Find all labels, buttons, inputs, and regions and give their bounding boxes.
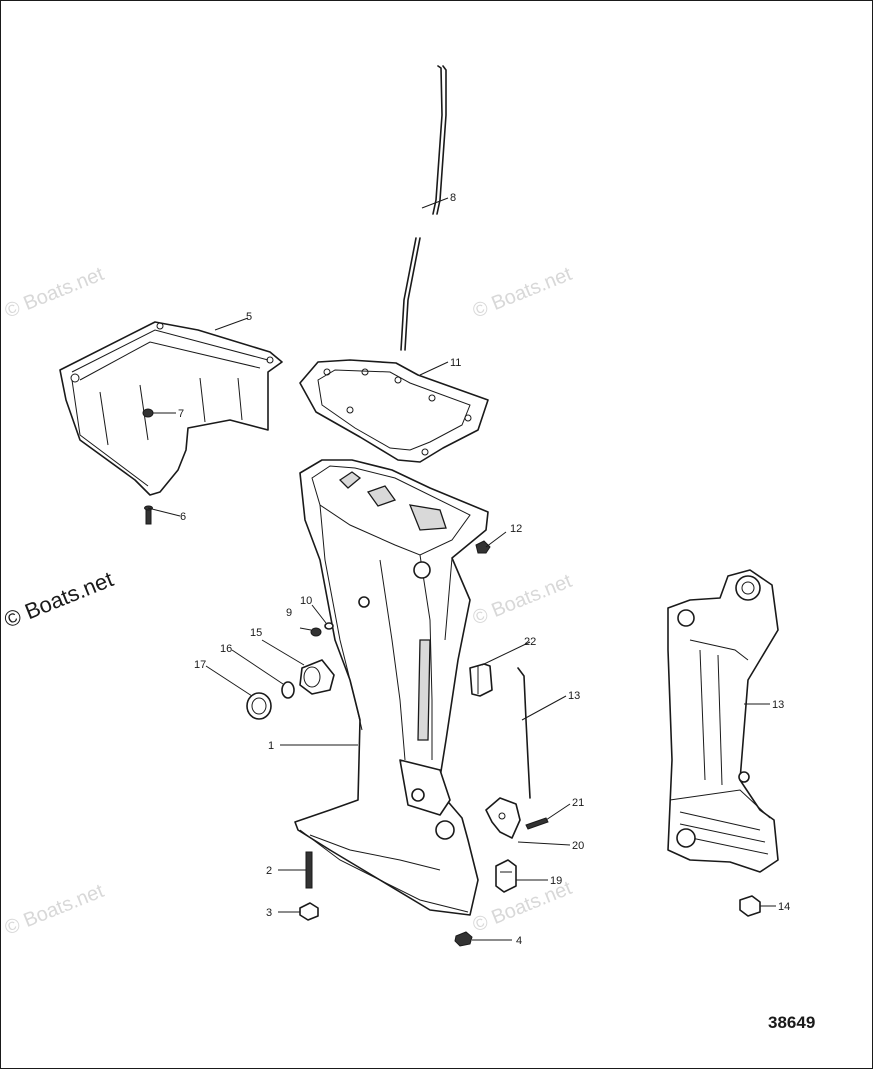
callout-14: 14 [778, 901, 790, 913]
part-20-bracket [485, 797, 521, 839]
callout-6: 6 [180, 511, 186, 523]
part-22-clip [469, 663, 493, 697]
part-12-nut [475, 540, 491, 554]
part-13-housing [667, 569, 779, 873]
part-14-block [739, 895, 761, 917]
callout-10: 10 [300, 595, 312, 607]
watermark-2: © Boats.net [470, 263, 576, 323]
callout-12: 12 [510, 523, 522, 535]
part-19-coupler [495, 859, 517, 893]
callout-1: 1 [268, 740, 274, 752]
callout-13b: 13 [772, 699, 784, 711]
watermark-5: © Boats.net [2, 880, 108, 940]
part-9-plug [310, 627, 322, 637]
callout-19: 19 [550, 875, 562, 887]
part-21-screw [525, 817, 549, 830]
watermark-3: © Boats.net [1, 566, 117, 632]
callout-20: 20 [572, 840, 584, 852]
part-17-plug [246, 692, 272, 720]
part-7-nut [142, 408, 154, 418]
callout-13a: 13 [568, 690, 580, 702]
watermark-1: © Boats.net [2, 263, 108, 323]
callout-labels: 1 2 3 4 5 6 7 8 9 10 11 12 13 13 14 15 1… [178, 192, 790, 947]
part-8-shift-shaft [400, 65, 447, 351]
callout-22: 22 [524, 636, 536, 648]
callout-9: 9 [286, 607, 292, 619]
callout-16: 16 [220, 643, 232, 655]
part-18-shift-rod [517, 667, 531, 799]
part-2-stud [305, 851, 313, 889]
watermark-4: © Boats.net [470, 570, 576, 630]
callout-7: 7 [178, 408, 184, 420]
part-11-gasket [299, 359, 489, 463]
part-1-driveshaft-housing [294, 459, 489, 916]
callout-21: 21 [572, 797, 584, 809]
callout-15: 15 [250, 627, 262, 639]
part-4-nut [454, 931, 473, 947]
part-5-cover-tray [59, 321, 283, 496]
callout-8: 8 [450, 192, 456, 204]
callout-2: 2 [266, 865, 272, 877]
leader-lines [147, 197, 776, 941]
callout-4: 4 [516, 935, 522, 947]
callout-17: 17 [194, 659, 206, 671]
callout-3: 3 [266, 907, 272, 919]
part-16-retaining-ring [281, 681, 295, 699]
part-3-nut [299, 902, 319, 921]
part-15-bushing [299, 659, 335, 695]
diagram-number: 38649 [768, 1013, 815, 1032]
callout-11: 11 [450, 357, 461, 369]
callout-5: 5 [246, 311, 252, 323]
part-10-washer [324, 622, 334, 630]
